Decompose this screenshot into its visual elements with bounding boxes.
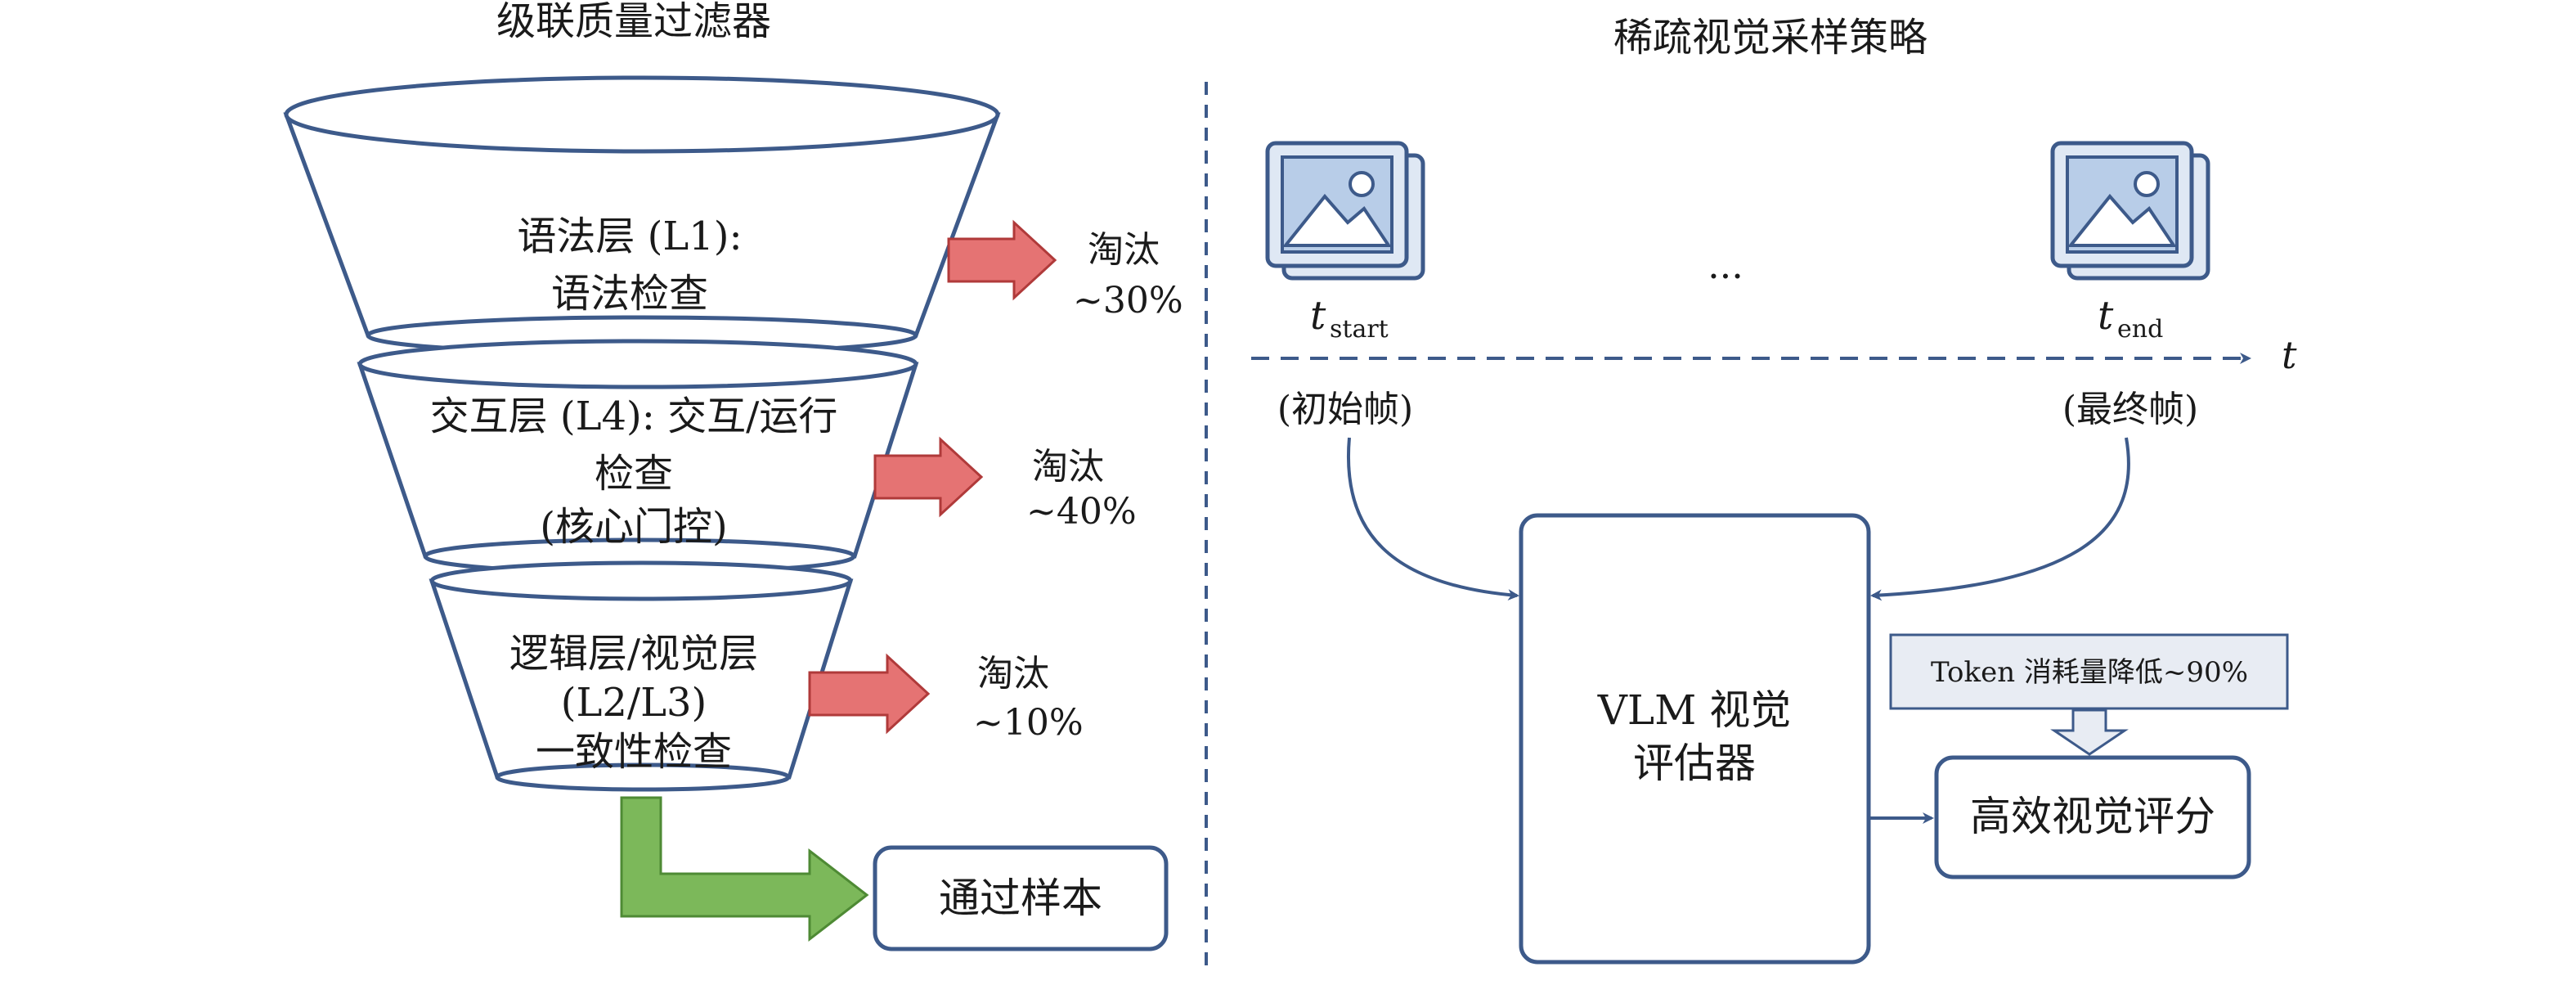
layer-3-line3: 一致性检查 [536, 729, 732, 775]
pass-arrow [620, 796, 869, 942]
drop-arrow-2 [873, 436, 984, 518]
drop-arrow-3 [808, 653, 931, 735]
layer-1-line2: 语法检查 [551, 271, 708, 317]
drop-2-value: ~40% [1026, 491, 1137, 533]
vlm-line1: VLM 视觉 [1597, 686, 1791, 734]
drop-1-value: ~30% [1073, 280, 1183, 322]
drop-2-label: 淘汰 [1032, 446, 1104, 488]
start-frame-image [1265, 141, 1425, 281]
time-axis-label: t [2282, 333, 2297, 377]
start-t-symbol: t [1310, 293, 1326, 339]
layer-2-line1: 交互层 (L4): 交互/运行 [430, 394, 838, 439]
token-note-box [1889, 633, 2289, 710]
end-subscript: end [2117, 315, 2163, 344]
token-note-text: Token 消耗量降低~90% [1931, 656, 2248, 689]
drop-3-value: ~10% [973, 702, 1084, 744]
right-title: 稀疏视觉采样策略 [1613, 15, 1928, 61]
result-box [1934, 755, 2251, 879]
drop-3-label: 淘汰 [977, 653, 1049, 695]
end-frame-image [2050, 141, 2210, 281]
start-to-vlm-arrow [1347, 437, 1519, 601]
funnel-layer-3: 逻辑层/视觉层 (L2/L3) 一致性检查 [429, 560, 854, 792]
start-frame-label: (初始帧) [1277, 389, 1413, 430]
layer-2-line3: (核心门控) [540, 504, 727, 550]
funnel-layer-1: 语法层 (L1): 语法检查 [283, 75, 1001, 356]
start-subscript: start [1330, 315, 1389, 344]
start-frame-time-label: t start [1310, 293, 1389, 344]
left-title: 级联质量过滤器 [496, 0, 771, 44]
end-frame-time-label: t end [2098, 293, 2163, 344]
token-note-arrow [2050, 708, 2129, 756]
pass-box-label: 通过样本 [939, 875, 1102, 922]
layer-3-line2: (L2/L3) [561, 680, 707, 726]
frames-ellipsis: ... [1708, 243, 1744, 287]
vlm-evaluator-box [1519, 513, 1871, 965]
funnel-layer-2: 交互层 (L4): 交互/运行 检查 (核心门控) [357, 339, 919, 575]
end-to-vlm-arrow [1870, 437, 2130, 601]
result-box-label: 高效视觉评分 [1970, 793, 2215, 840]
layer-2-line2: 检查 [595, 451, 673, 497]
drop-arrow-1 [947, 219, 1057, 301]
layer-3-line1: 逻辑层/视觉层 [509, 631, 758, 677]
layer-1-line1: 语法层 (L1): [517, 214, 742, 259]
vlm-line2: 评估器 [1633, 740, 1756, 787]
end-frame-label: (最终帧) [2062, 389, 2198, 430]
drop-1-label: 淘汰 [1088, 229, 1160, 271]
end-t-symbol: t [2098, 293, 2114, 339]
pass-box [873, 845, 1169, 951]
